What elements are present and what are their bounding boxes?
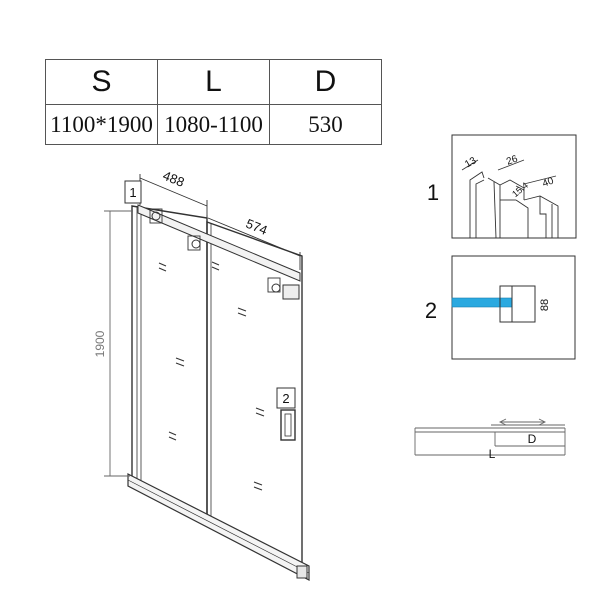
detail-2-glass: [451, 297, 513, 308]
callout-box-2: [276, 387, 296, 409]
header-l: L: [157, 59, 270, 105]
shower-door-drawing: [127, 204, 310, 581]
detail-1-frame: [451, 134, 577, 239]
roller-left: [151, 211, 161, 221]
plan-label-d: D: [528, 432, 537, 446]
detail-1-dim-26: 26: [505, 153, 520, 167]
detail-1-profile: [469, 171, 559, 239]
roller-mid: [191, 239, 201, 249]
plan-label-l: L: [489, 447, 496, 461]
bottom-threshold: [127, 473, 310, 581]
dim-1900-label: 1900: [93, 330, 107, 357]
dim-488-label: 488: [161, 168, 187, 190]
detail-2-handle: [499, 285, 536, 323]
callout-2-label: 2: [282, 391, 289, 406]
door-handle: [280, 409, 296, 441]
detail-1-label: 1: [427, 180, 439, 205]
spec-table: S L D 1100*1900 1080-1100 530: [45, 59, 382, 145]
callout-box-1: [124, 180, 142, 204]
end-stopper: [282, 284, 300, 300]
value-s: 1100*1900: [45, 104, 158, 145]
detail-2-dim-88: 88: [539, 299, 551, 311]
fixed-panel: [131, 205, 208, 520]
top-rail: [137, 204, 301, 282]
callout-1-label: 1: [129, 185, 136, 200]
value-d: 530: [269, 104, 382, 145]
header-s: S: [45, 59, 158, 105]
dimension-1900: [104, 210, 133, 477]
dimension-574: [206, 215, 301, 270]
detail-2-frame: [451, 255, 576, 360]
value-l: 1080-1100: [157, 104, 270, 145]
roller-right: [271, 283, 281, 293]
detail-1-dim-40: 40: [541, 175, 556, 189]
detail-2-label: 2: [425, 298, 437, 323]
plan-view: [414, 418, 566, 456]
detail-1-dim-13: 13: [463, 155, 479, 170]
